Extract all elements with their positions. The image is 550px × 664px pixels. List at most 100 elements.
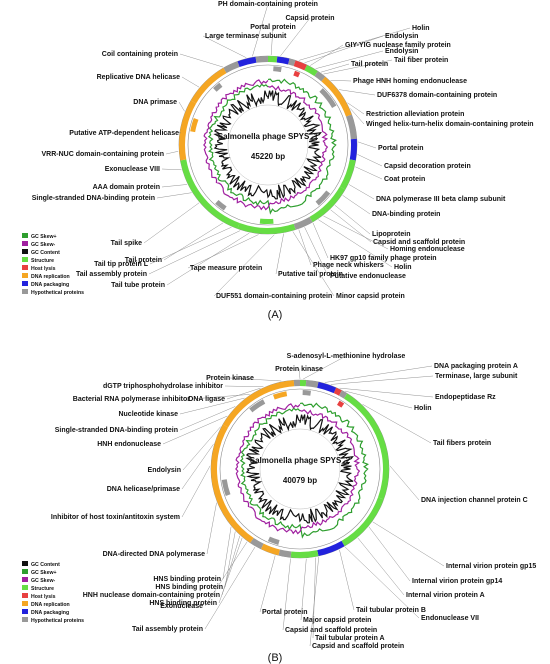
gene-label: Major capsid protein [303,617,371,624]
leader-line [182,426,221,471]
leader-line [292,231,335,297]
gene-label: Tape measure protein [190,265,262,272]
legend-swatch [22,257,28,262]
leader-line [357,537,405,596]
leader-line [149,227,232,265]
legend-label: Hypothetical proteins [31,290,84,296]
leader-line [204,546,256,630]
leader-line [179,397,245,415]
gene-label: Bacterial RNA polymerase inhibitor [73,396,190,403]
gene-label: DNA primase [133,99,177,106]
gene-label: Tail tip protein L [94,261,149,268]
gene-label: Tail protein [351,61,388,68]
leader-line [298,229,312,266]
leader-line [178,101,185,112]
leader-line [165,151,179,155]
gene-label: Single-stranded DNA-binding protein [55,427,178,434]
leader-line [372,521,445,567]
gene-arc [302,390,311,396]
gene-arc [317,540,345,557]
gene-label: Homing endonuclease [390,246,465,253]
leader-line [298,368,301,380]
gene-label: Lipoprotein [372,231,411,238]
gene-label: Tail tubular protein B [356,607,426,614]
leader-line [202,35,247,58]
leader-line [224,531,236,588]
gene-label: Protein kinase [206,375,254,382]
leader-line [347,102,365,115]
gene-label: Restriction alleviation protein [366,111,464,118]
leader-line [304,227,329,277]
gene-label: Tail spike [111,240,142,247]
leader-line [148,230,241,275]
gene-label: Tail fibers protein [433,440,491,447]
gene-label: DUF6378 domain-containing protein [377,92,497,99]
gene-label: Internal virion protein gp15 [446,563,536,570]
gene-label: HNS binding protein [153,576,221,583]
gene-arc [250,537,264,549]
legend-label: DNA replication [31,274,70,280]
leader-line [334,205,371,235]
legend-label: Host lysis [31,594,56,600]
panel-caption: (B) [268,652,283,664]
leader-line [298,27,411,61]
genome-title: Salmonella phage SPYS_1 [218,132,319,141]
gene-label: Tail protein [125,257,162,264]
gene-label: Putative endonuclease [330,273,406,280]
gene-label: DNA ligase [188,396,225,403]
gene-arc [276,56,290,65]
gene-label: Holin [394,264,412,271]
leader-line [355,166,383,180]
gene-label: Endolysin [148,467,181,474]
leader-line [342,195,371,215]
legend-swatch [22,577,28,582]
leader-line [312,557,316,639]
gene-label: Minor capsid protein [336,293,405,300]
gene-label: Coat protein [384,176,425,183]
leader-line [303,355,347,380]
leader-line [312,222,329,259]
gene-label: Tail tube protein [111,282,165,289]
gene-label: Capsid decoration protein [384,163,471,170]
gene-arc [315,190,331,206]
leader-line [318,219,393,268]
legend-swatch [22,593,28,598]
gene-label: VRR-NUC domain-containing protein [42,151,165,158]
gene-label: HNS binding protein [155,584,223,591]
gene-arc [278,549,292,558]
gene-label: Putative ATP-dependent helicase [69,130,179,137]
gene-label: Portal protein [250,24,296,31]
leader-line [320,63,350,73]
gene-label: Internal virion protein A [406,592,485,599]
leader-line [213,234,275,297]
gene-arc [260,543,280,556]
legend-swatch [22,241,28,246]
leader-line [161,168,182,171]
leader-line [368,526,411,582]
gene-label: Holin [414,405,432,412]
gene-label: Endonuclease VII [421,615,479,622]
leader-line [323,59,393,75]
legend-swatch [22,281,28,286]
leader-line [309,557,319,647]
leader-line [339,549,355,611]
gene-label: dGTP triphosphohydrolase inhibitor [103,383,223,390]
leader-line [179,53,224,68]
gene-arc [309,186,346,223]
gene-label: Phage neck whiskers [313,262,384,269]
gene-label: Replicative DNA helicase [97,74,180,81]
legend-label: DNA packaging [31,610,69,616]
gene-arc [319,88,337,109]
gene-arc [215,199,227,211]
gene-arc [293,60,308,71]
leader-line [229,377,282,382]
gene-label: DUF551 domain-containing protein [216,293,332,300]
gene-label: Nucleotide kinase [118,411,178,418]
gene-label: Inhibitor of host toxin/antitoxin system [51,514,180,521]
gc-track [213,90,322,200]
legend-label: Structure [31,586,54,592]
gene-arc [273,66,282,73]
leader-line [357,141,377,149]
gene-label: Capsid protein [285,15,334,22]
